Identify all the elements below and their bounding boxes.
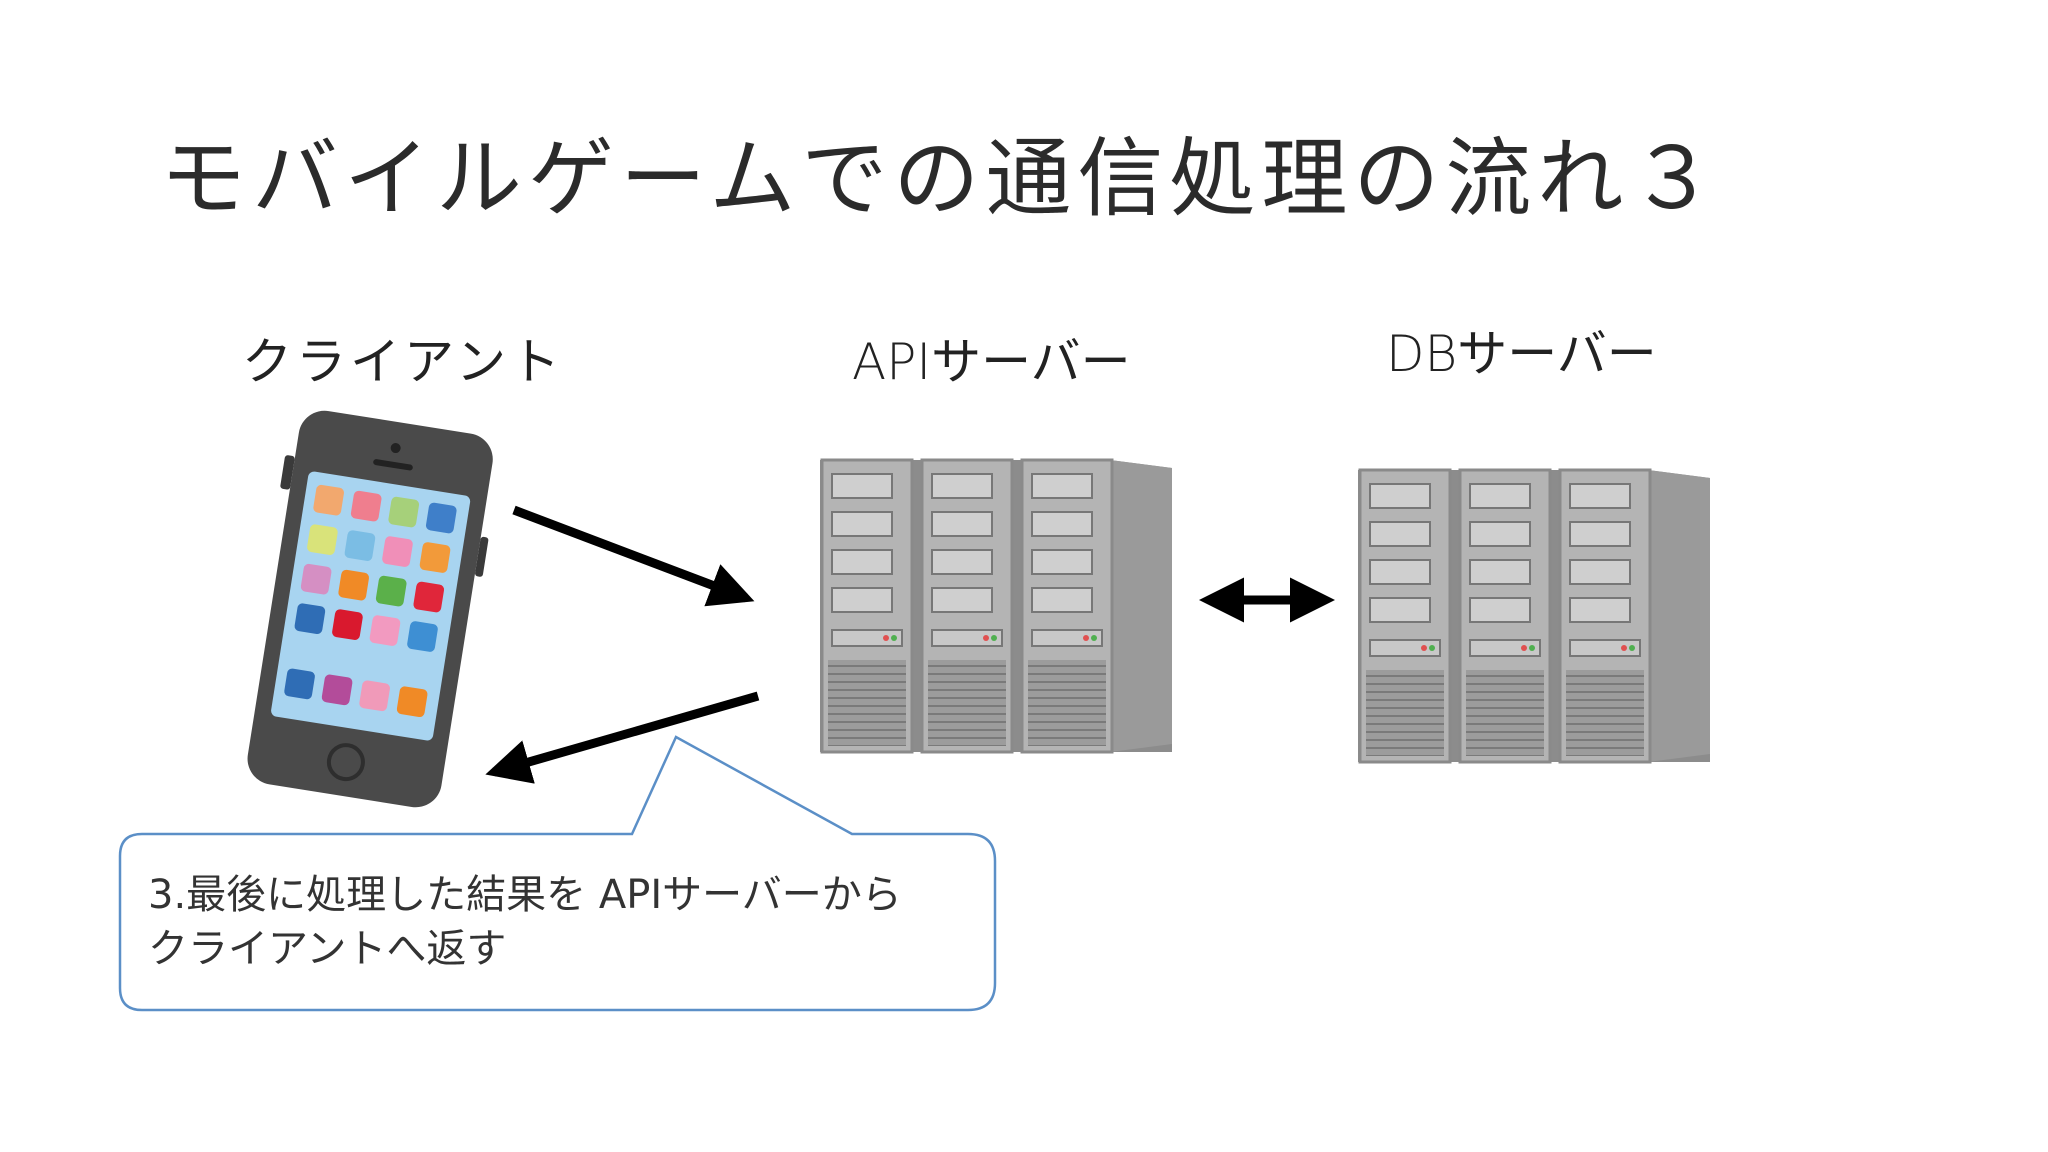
client-to-api-arrow [512, 505, 755, 607]
smartphone-icon [247, 410, 493, 808]
api-server-label: APIサーバー [852, 333, 1131, 391]
callout-line-1: 3.最後に処理した結果を APIサーバーから [148, 872, 902, 918]
callout-text: 3.最後に処理した結果を APIサーバーから クライアントへ返す [148, 868, 902, 976]
api-server-rack-icon [820, 458, 1172, 754]
db-server-label: DBサーバー [1386, 325, 1657, 383]
db-server-rack-icon [1358, 468, 1710, 764]
api-to-client-arrow [485, 691, 760, 784]
slide-title: モバイルゲームでの通信処理の流れ３ [160, 129, 1722, 229]
callout-line-2: クライアントへ返す [148, 926, 507, 972]
callout-bubble [118, 735, 997, 1012]
client-label: クライアント [242, 333, 564, 391]
